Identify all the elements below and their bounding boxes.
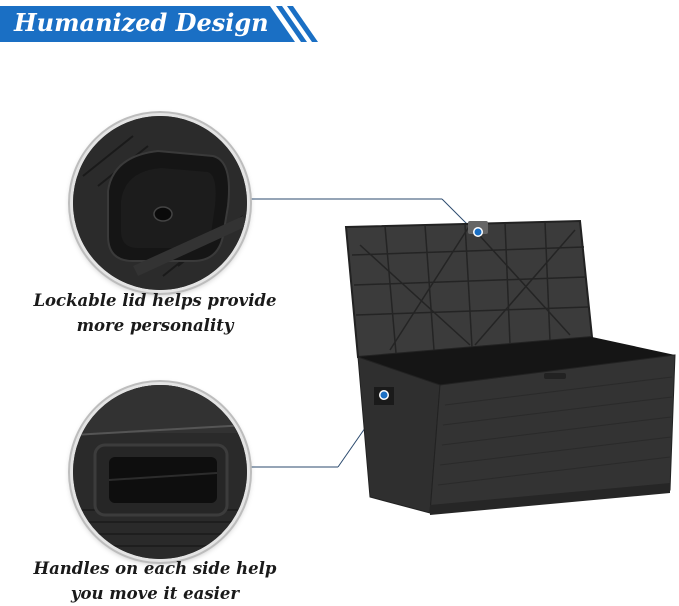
banner-title: Humanized Design (14, 8, 269, 37)
lock-caption: Lockable lid helps provide more personal… (5, 288, 305, 338)
handle-closeup-image (70, 382, 250, 562)
lock-caption-line1: Lockable lid helps provide (33, 291, 277, 310)
lock-caption-line2: more personality (76, 316, 234, 335)
header-banner: Humanized Design (0, 6, 318, 42)
banner-shape (0, 6, 318, 42)
handle-caption-line1: Handles on each side help (33, 559, 277, 578)
lock-closeup-image (70, 113, 250, 293)
deck-box-image (330, 215, 679, 519)
handle-caption: Handles on each side help you move it ea… (5, 556, 305, 606)
handle-caption-line2: you move it easier (70, 584, 240, 603)
